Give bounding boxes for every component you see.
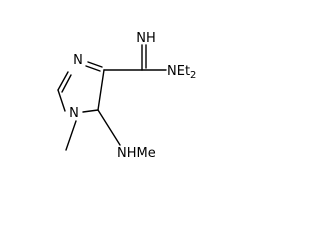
bond-c4-c5 — [97, 69, 105, 111]
bond-c5-n1 — [82, 109, 99, 113]
bond-n3-c4 — [85, 65, 101, 72]
bond-c2-n3 — [57, 71, 69, 91]
diethylamino-main: NEt — [167, 64, 190, 79]
diethylamino-label: NEt2 — [167, 64, 196, 81]
methylamino-label: NHMe — [117, 146, 156, 161]
bond-c2-n3-double — [61, 74, 72, 93]
diethylamino-subscript: 2 — [190, 70, 196, 81]
molecule-structure: N N NH NEt2 NHMe — [57, 31, 196, 161]
bond-c5-methylamino — [97, 109, 121, 146]
bond-n3-c4-double — [87, 61, 103, 68]
bond-n1-methyl — [65, 120, 77, 151]
ring-nitrogen-methyl-label: N — [69, 106, 79, 121]
ring-nitrogen-top-label: N — [73, 53, 83, 68]
imine-label: NH — [136, 31, 156, 46]
bond-n1-c2 — [57, 89, 66, 112]
